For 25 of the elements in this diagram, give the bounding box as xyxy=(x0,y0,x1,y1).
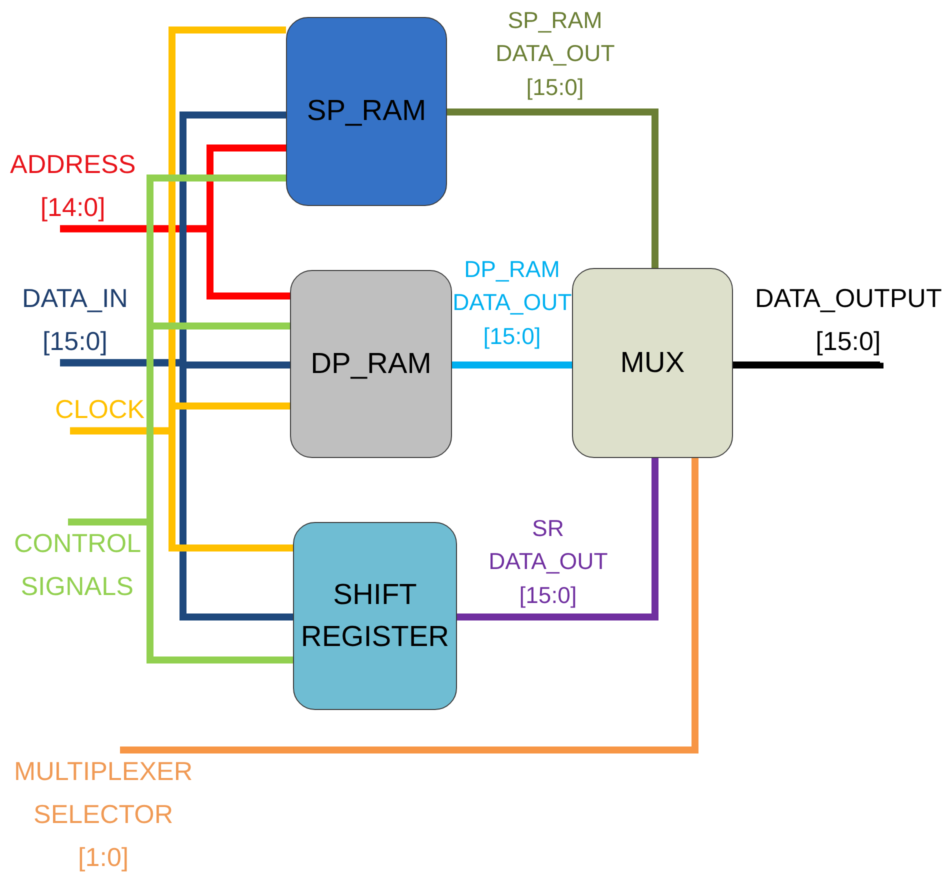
block-label: DP_RAM xyxy=(310,346,432,382)
signal-wire xyxy=(120,458,698,754)
signal-wire xyxy=(60,225,290,300)
edge-label: DP_RAM DATA_OUT [15:0] xyxy=(452,254,572,351)
signal-label: DATA_OUTPUT [15:0] xyxy=(755,277,942,363)
signal-wire xyxy=(60,359,293,620)
signal-wire xyxy=(452,362,572,368)
block-box xyxy=(572,268,733,458)
signal-label: MULTIPLEXER SELECTOR [1:0] xyxy=(14,750,193,879)
edge-label: SR DATA_OUT [15:0] xyxy=(488,514,608,610)
block-label: SP_RAM xyxy=(306,94,426,130)
block-box xyxy=(290,270,452,458)
signal-wire xyxy=(447,108,658,268)
block-box xyxy=(293,522,457,710)
signal-label: ADDRESS [14:0] xyxy=(10,143,136,229)
signal-wire xyxy=(457,458,658,620)
signal-label: CLOCK xyxy=(55,388,145,431)
signal-wire xyxy=(733,361,884,368)
signal-label: DATA_IN [15:0] xyxy=(22,277,128,363)
edge-label: SP_RAM DATA_OUT [15:0] xyxy=(496,6,614,102)
signal-label: CONTROL SIGNALS xyxy=(14,522,140,608)
signal-wire xyxy=(70,427,293,552)
block-label: SHIFT REGISTER xyxy=(300,578,450,655)
block-box xyxy=(286,17,447,206)
block-label: MUX xyxy=(620,346,685,381)
